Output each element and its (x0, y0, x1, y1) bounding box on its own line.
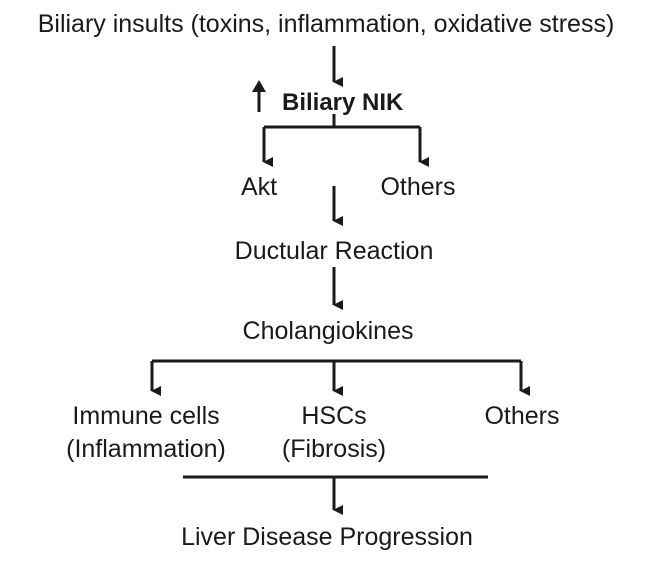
others-top-label: Others (380, 173, 456, 201)
hscs-label: HSCs (301, 402, 367, 430)
akt-label: Akt (240, 173, 278, 201)
nik-label: Biliary NIK (282, 89, 404, 116)
liver-disease-progression-label: Liver Disease Progression (181, 523, 473, 551)
ductular-reaction-label: Ductular Reaction (234, 237, 434, 265)
immune-cells-label: Immune cells (72, 402, 220, 430)
fibrosis-label: (Fibrosis) (281, 435, 387, 463)
inflammation-label: (Inflammation) (66, 435, 226, 463)
others-bottom-label: Others (484, 402, 560, 430)
cholangiokines-label: Cholangiokines (242, 317, 414, 345)
insults-label: Biliary insults (toxins, inflammation, o… (37, 10, 615, 38)
